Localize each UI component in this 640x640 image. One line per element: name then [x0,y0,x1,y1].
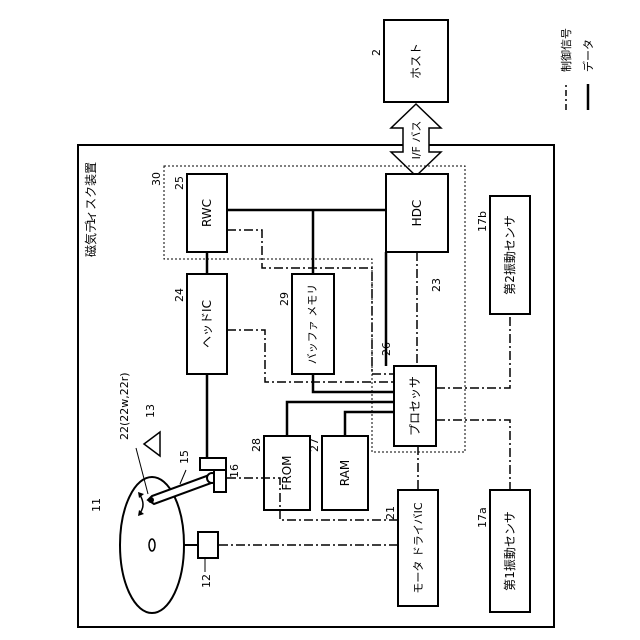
host-label: ホスト [409,43,423,79]
sensor-2-label: 第2振動センサ [503,215,517,295]
head-amp-ref-label: 16 [228,464,241,478]
disk-hub [149,539,155,551]
hdc-label: HDC [410,200,424,227]
controller-ref-label: 23 [430,278,443,292]
spindle-motor [198,532,218,558]
head [148,497,154,503]
head-ref-label: 22(22w,22r) [118,372,131,440]
disk-ref-label: 11 [90,498,103,512]
vcm-coil [214,470,226,492]
buffer-memory-label: バッファ メモリ [306,284,319,365]
motor-driver-ic-ref-label: 21 [384,506,397,520]
soc-ref-label: 30 [150,172,163,186]
sensor-2-ref-label: 17b [476,211,489,232]
if-bus-label: I/F バス [410,121,423,160]
ram-ref-label: 27 [308,438,321,452]
head-ic-label: ヘッドIC [200,300,214,348]
head-ic-ref-label: 24 [173,288,186,302]
head-amp [200,458,226,470]
control-line-motordriver-vcm [226,478,398,520]
sensor-1-label: 第1振動センサ [503,511,517,591]
buffer-memory-ref-label: 29 [278,292,291,306]
spindle-motor-ref-label: 12 [200,574,213,588]
control-line-processor-sensor1 [436,420,510,490]
sensor-1-ref-label: 17a [476,507,489,528]
from-label: FROM [280,455,294,490]
data-line-ram-processor [345,412,394,436]
control-line-processor-sensor2 [436,314,510,388]
vcm-ref-label: 13 [144,404,157,418]
rwc-label: RWC [200,199,214,227]
vcm-magnet [144,432,160,456]
legend-data-label: データ [581,39,595,72]
device-ref-label: 1 [85,218,98,225]
arm-leader [180,470,186,484]
host-ref-label: 2 [370,49,383,56]
legend-control-label: 制御信号 [559,28,573,72]
rwc-ref-label: 25 [173,176,186,190]
device-title: 磁気ディスク装置 [83,162,98,257]
from-ref-label: 28 [250,438,263,452]
legend: 制御信号 データ [559,28,595,110]
arm-ref-label: 15 [178,450,191,464]
processor-label: プロセッサ [408,376,422,436]
ram-label: RAM [338,460,352,486]
motor-driver-ic-label: モータ ドライバIC [412,502,425,594]
data-line-from-processor [287,402,394,436]
data-line-buffer-processor [313,374,394,392]
